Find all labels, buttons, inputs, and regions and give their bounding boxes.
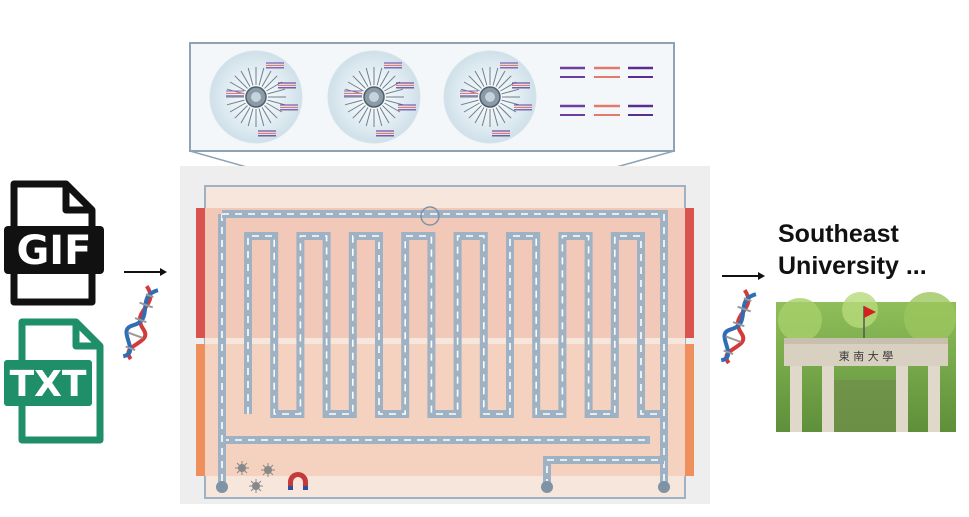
middle-port (541, 481, 553, 493)
bead-icon (327, 50, 421, 144)
microbead-cluster-icon (235, 461, 275, 493)
free-oligos (560, 66, 653, 116)
gate-sign: 東 南 大 學 (839, 349, 894, 363)
top-electrode-right (685, 208, 694, 338)
university-gate-photo: 東 南 大 學 (776, 292, 956, 432)
txt-label: TXT (10, 364, 87, 405)
inlet-port (216, 481, 228, 493)
dna-helix-icon (720, 288, 757, 365)
bottom-electrode-left (196, 344, 205, 476)
zoom-marker (420, 206, 440, 226)
bottom-electrode-right (685, 344, 694, 476)
dna-helix-icon (122, 284, 159, 361)
gif-label: GIF (16, 228, 91, 274)
top-electrode-left (196, 208, 205, 338)
magnet-icon (288, 472, 308, 490)
output-title: Southeast University ... (778, 220, 927, 280)
bead-icon (209, 50, 303, 144)
arrow-right-icon (124, 268, 167, 276)
bead-icon (443, 50, 537, 144)
arrow-right-icon (722, 272, 765, 280)
bead-row (209, 50, 537, 144)
gif-file-icon: GIF (4, 180, 104, 306)
serpentine-channel (216, 206, 670, 493)
txt-file-icon: TXT (4, 318, 104, 444)
outlet-port (658, 481, 670, 493)
